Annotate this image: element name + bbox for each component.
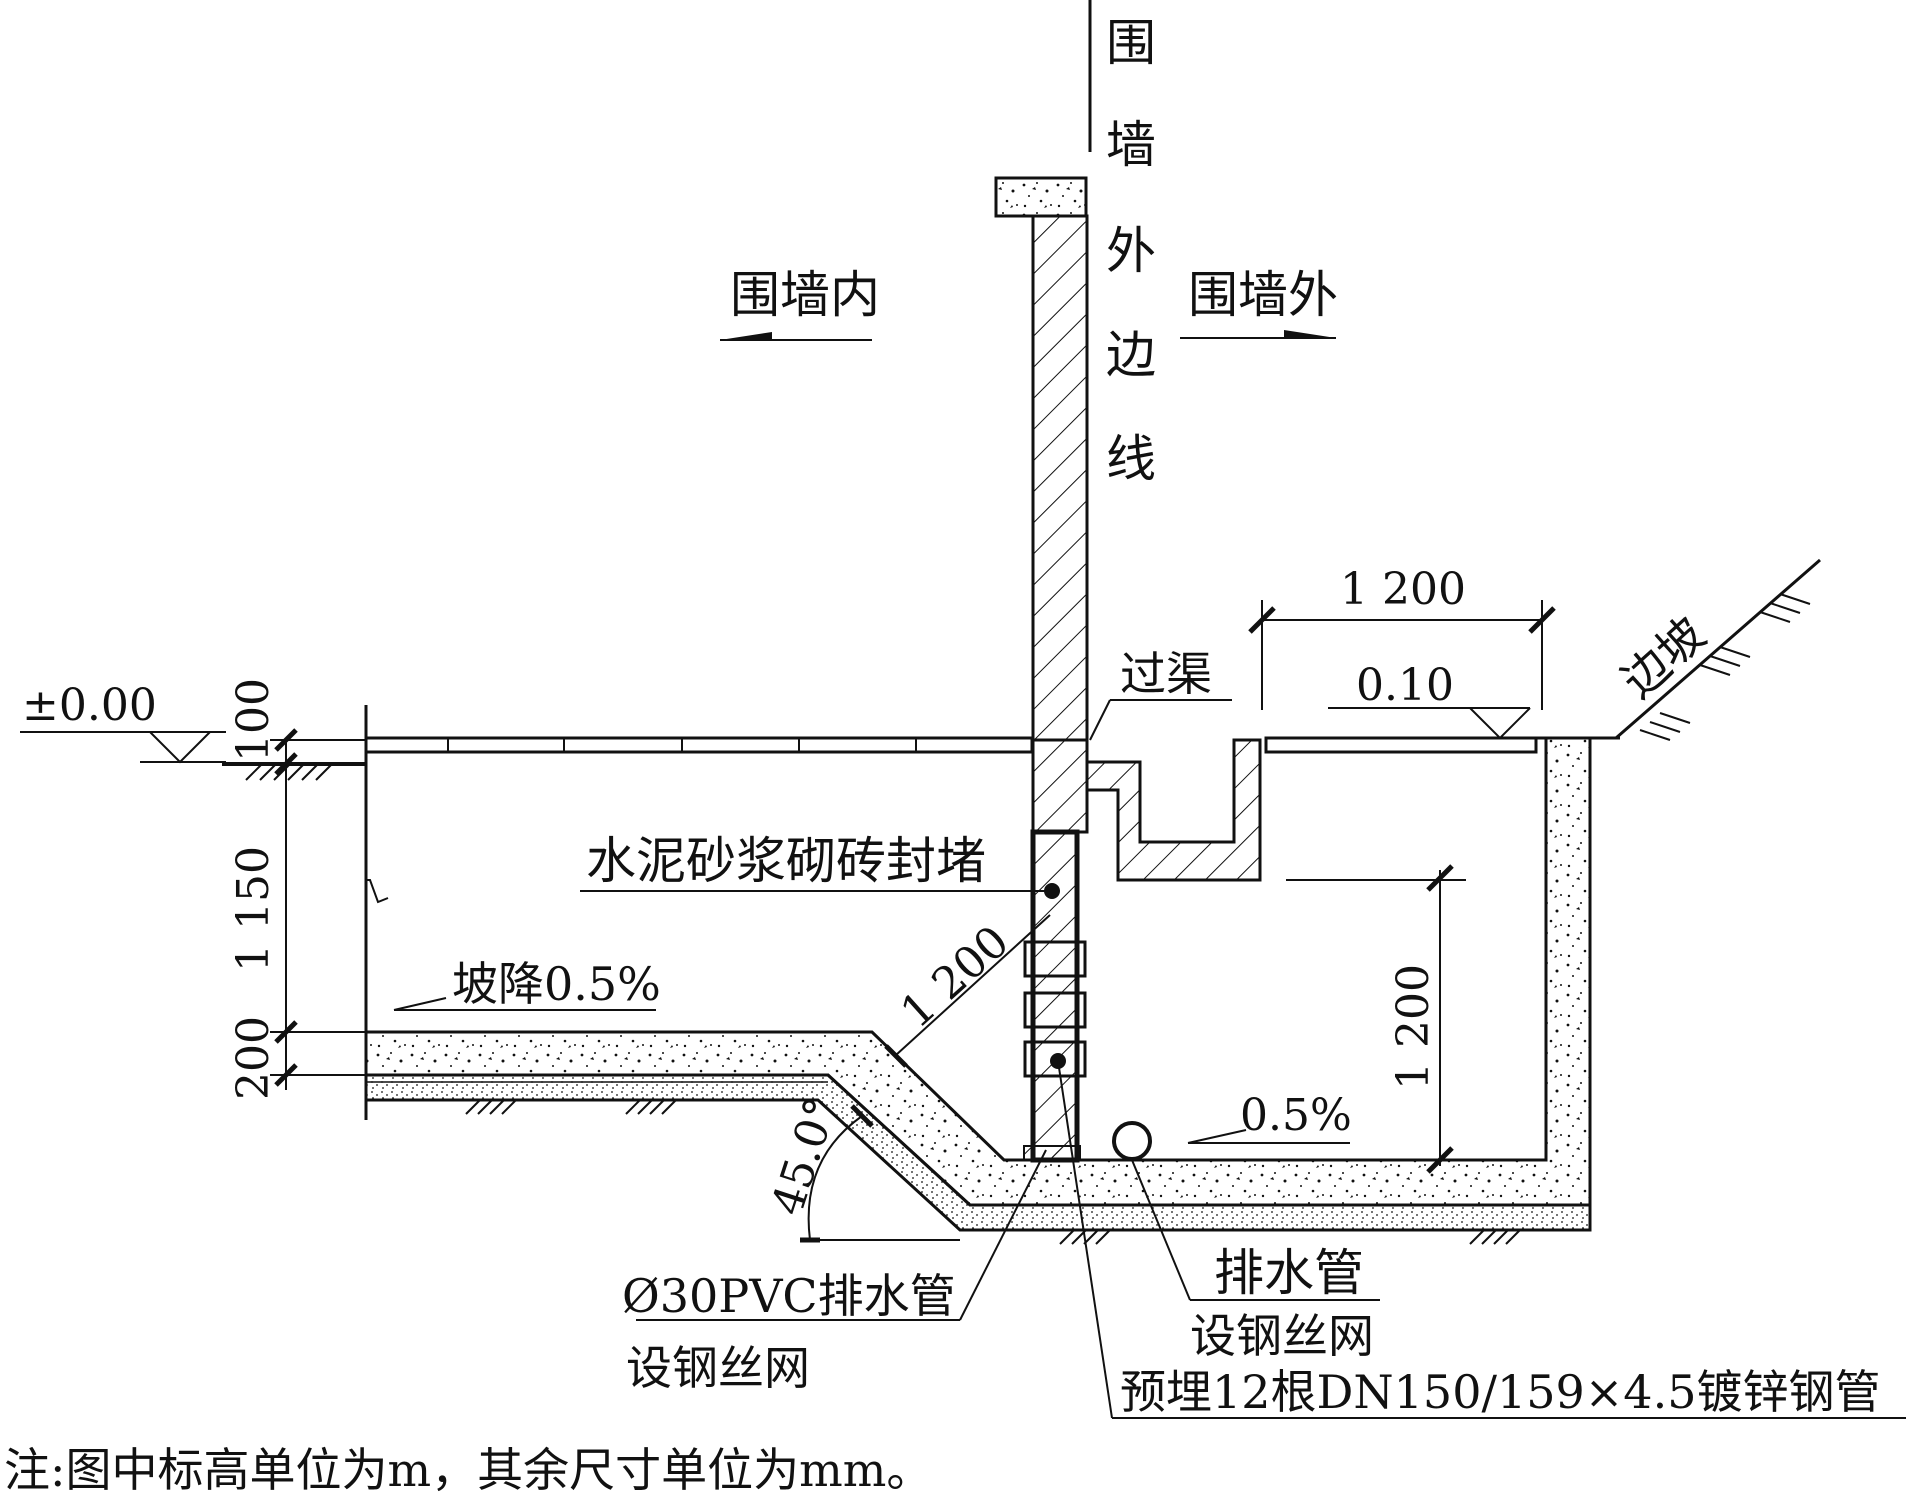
brick-seal-block <box>1030 829 1080 1163</box>
slope-drop-label: 坡降0.5% <box>452 957 661 1011</box>
dim-1150: 1 150 <box>228 846 279 972</box>
ground-left <box>364 705 1034 1120</box>
svg-text:墙: 墙 <box>1106 116 1156 174</box>
boundary-wall <box>994 176 1089 1163</box>
dim-right-1200: 1 200 <box>1388 964 1439 1090</box>
soil-bottom <box>465 1099 1524 1245</box>
drain-pipe-section <box>1112 1121 1152 1161</box>
drain-pipe-label: 排水管 <box>1214 1244 1364 1302</box>
seal-label: 水泥砂浆砌砖封堵 <box>586 832 986 890</box>
dim-100: 100 <box>228 678 279 762</box>
angle-label: 45.0° <box>762 1092 848 1222</box>
embedded-pipes-label: 预埋12根DN150/159×4.5镀锌钢管 <box>1120 1365 1880 1419</box>
dim-200: 200 <box>228 1016 279 1100</box>
elevation-marker-zero <box>20 731 226 764</box>
soil-marks <box>245 763 333 781</box>
elevation-right-label: 0.10 <box>1356 660 1454 711</box>
bottom-slope-label: 0.5% <box>1240 1090 1352 1141</box>
wall-cap <box>994 176 1088 218</box>
inside-label: 围墙内 <box>730 266 880 324</box>
elevation-marker-right <box>1328 707 1531 740</box>
wall-outer-line-label: 围 墙 外 边 线 <box>1106 14 1156 488</box>
footnote: 注:图中标高单位为m，其余尺寸单位为mm。 <box>4 1443 932 1497</box>
culvert-structure <box>1085 738 1262 882</box>
dim-top-width: 1 200 <box>1340 564 1466 615</box>
steel-mesh-label-2: 设钢丝网 <box>1190 1309 1374 1363</box>
dim-diagonal-1200: 1 200 <box>891 916 1019 1038</box>
slope-bank-label: 边坡 <box>1611 606 1716 708</box>
slope-bank-line <box>1615 558 1821 740</box>
svg-text:边: 边 <box>1106 326 1156 384</box>
pipe-ring <box>1023 940 1087 978</box>
pvc-pipe-label: Ø30PVC排水管 <box>622 1269 956 1323</box>
pipe-ring <box>1023 991 1087 1029</box>
wall-base <box>1031 738 1089 834</box>
pipe-ring <box>1023 1040 1087 1078</box>
ground-right-slab <box>1264 736 1538 754</box>
culvert-label: 过渠 <box>1120 647 1212 701</box>
direction-arrows <box>720 330 1336 341</box>
svg-text:外: 外 <box>1106 222 1156 280</box>
elevation-zero-label: ±0.00 <box>22 680 157 731</box>
wall-body <box>1031 214 1089 742</box>
svg-text:围: 围 <box>1106 14 1156 72</box>
slope-soil <box>1639 593 1811 741</box>
leader-lines <box>580 699 1906 1419</box>
svg-text:线: 线 <box>1106 430 1156 488</box>
outside-label: 围墙外 <box>1188 266 1338 324</box>
steel-mesh-label-1: 设钢丝网 <box>626 1341 810 1395</box>
break-symbol <box>366 879 389 904</box>
dimension-lines <box>270 600 1556 1243</box>
slope-arrows <box>393 997 1350 1144</box>
